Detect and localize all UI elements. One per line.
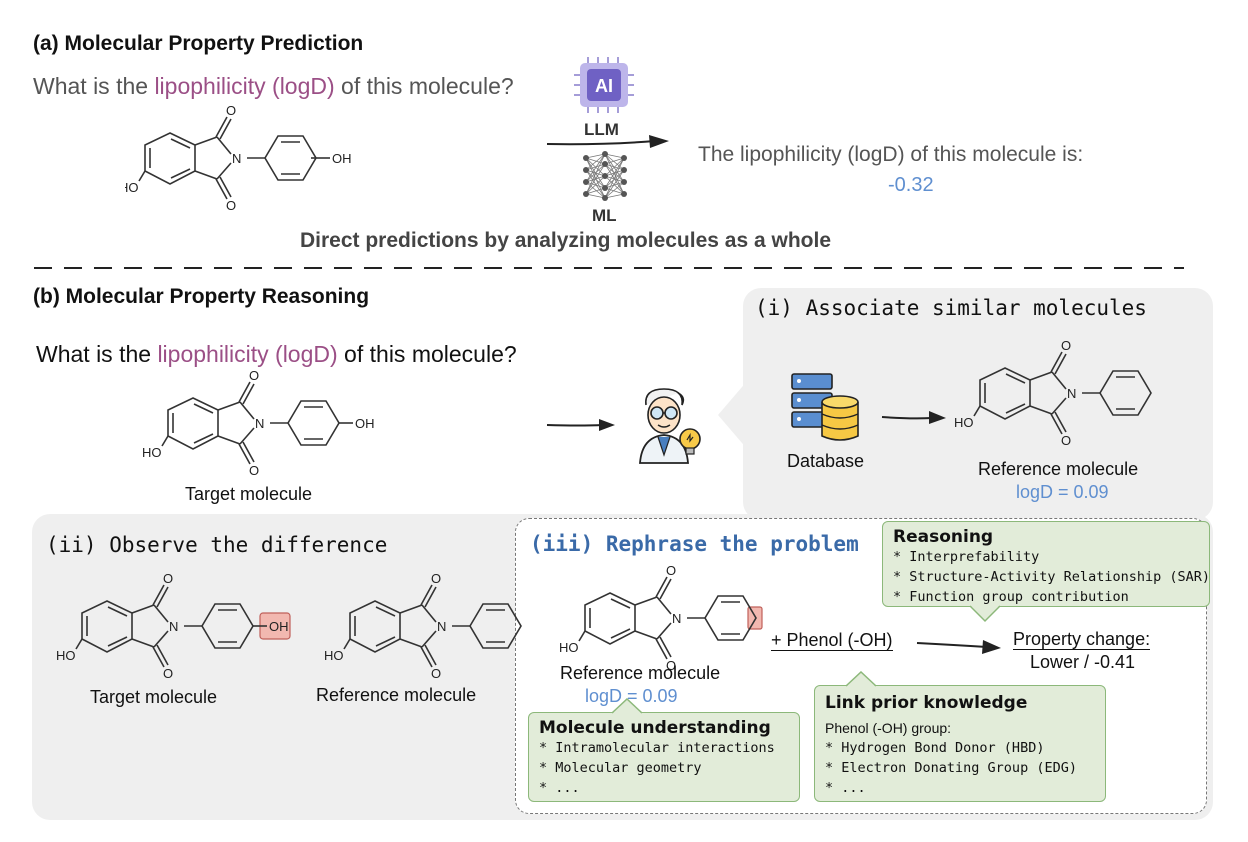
molecule-understanding-item: * Molecular geometry xyxy=(539,760,702,776)
panel-iii-title: (iii) Rephrase the problem xyxy=(530,532,859,556)
atom-o-bottom: O xyxy=(163,666,173,681)
question-highlight: lipophilicity (logD) xyxy=(154,73,335,99)
reference-logd-i: logD = 0.09 xyxy=(1016,482,1109,502)
atom-o-bottom: O xyxy=(666,658,676,673)
section-divider xyxy=(34,267,1184,269)
database-icon xyxy=(791,373,859,441)
target-molecule-a: O O N HO OH xyxy=(125,105,352,213)
atom-n: N xyxy=(232,151,241,166)
reference-molecule-ii: O O N HO xyxy=(324,571,522,681)
question-prefix: What is the xyxy=(36,341,158,367)
reference-molecule-iii: O O N HO xyxy=(559,563,763,673)
atom-o-top: O xyxy=(1061,338,1071,353)
target-molecule-label-ii: Target molecule xyxy=(90,687,218,707)
atom-o-top: O xyxy=(249,368,259,383)
target-molecule-label: Target molecule xyxy=(185,484,313,504)
molecule-pointer xyxy=(612,698,642,714)
link-knowledge-box: Link prior knowledge Phenol (-OH) group:… xyxy=(814,685,1106,802)
reference-molecule-i: O O N HO xyxy=(954,338,1152,448)
link-pointer xyxy=(846,671,876,687)
neural-network-icon xyxy=(583,151,627,201)
atom-oh: OH xyxy=(332,151,352,166)
molecule-understanding-title: Molecule understanding xyxy=(539,718,771,738)
answer-value: -0.32 xyxy=(888,174,934,196)
atom-ho: HO xyxy=(324,648,344,663)
ai-chip-label: AI xyxy=(595,76,613,96)
atom-oh: OH xyxy=(269,619,289,634)
link-knowledge-title: Link prior knowledge xyxy=(825,693,1028,713)
reasoning-item: * Function group contribution xyxy=(893,589,1129,605)
panel-ii-title: (ii) Observe the difference xyxy=(46,533,388,557)
atom-n: N xyxy=(672,611,681,626)
database-label: Database xyxy=(787,451,865,471)
plus-phenol: + Phenol (-OH) xyxy=(771,630,893,651)
reasoning-box: Reasoning * Interprefability * Structure… xyxy=(882,521,1210,607)
property-change-value: Lower / -0.41 xyxy=(1030,652,1136,672)
link-knowledge-item: * Electron Donating Group (EDG) xyxy=(825,760,1077,776)
atom-n: N xyxy=(169,619,178,634)
atom-o-bottom: O xyxy=(226,198,236,213)
atom-ho: HO xyxy=(125,180,139,195)
atom-ho: HO xyxy=(954,415,974,430)
molecule-understanding-box: Molecule understanding * Intramolecular … xyxy=(528,712,800,802)
scientist-icon xyxy=(639,388,701,464)
molecule-understanding-item: * ... xyxy=(539,780,580,796)
property-change: Property change: xyxy=(1013,629,1151,650)
panel-i-title: (i) Associate similar molecules xyxy=(755,296,1147,320)
arrow-to-property-icon xyxy=(916,640,1001,654)
arrow-to-reference-icon xyxy=(881,411,946,424)
atom-ho: HO xyxy=(56,648,76,663)
ai-chip-icon: AI xyxy=(574,57,634,113)
property-change-title: Property change: xyxy=(1013,629,1151,650)
question-suffix: of this molecule? xyxy=(334,73,514,99)
ml-label: ML xyxy=(592,206,617,225)
section-a-caption: Direct predictions by analyzing molecule… xyxy=(300,229,831,252)
target-molecule-ii: O O N HO OH xyxy=(56,571,291,681)
atom-o-bottom: O xyxy=(431,666,441,681)
reasoning-item: * Interprefability xyxy=(893,549,1040,565)
link-knowledge-item: * ... xyxy=(825,780,866,796)
prediction-arrow-icon xyxy=(546,135,669,148)
section-a-question: What is the lipophilicity (logD) of this… xyxy=(33,73,514,100)
panel-pointer xyxy=(718,380,748,450)
atom-n: N xyxy=(1067,386,1076,401)
target-molecule-b: O O N HO OH xyxy=(142,368,375,478)
molecule-understanding-item: * Intramolecular interactions xyxy=(539,740,775,756)
atom-ho: HO xyxy=(142,445,162,460)
question-suffix: of this molecule? xyxy=(337,341,517,367)
link-knowledge-subtitle: Phenol (-OH) group: xyxy=(825,720,952,736)
reference-molecule-label-iii: Reference molecule xyxy=(560,663,721,683)
reference-molecule-label-i: Reference molecule xyxy=(978,459,1139,479)
atom-o-top: O xyxy=(163,571,173,586)
question-highlight: lipophilicity (logD) xyxy=(157,341,338,367)
reasoning-item: * Structure-Activity Relationship (SAR) xyxy=(893,569,1210,585)
llm-label: LLM xyxy=(584,120,619,139)
section-b-title: (b) Molecular Property Reasoning xyxy=(33,285,370,308)
reasoning-title: Reasoning xyxy=(893,527,994,547)
atom-o-top: O xyxy=(666,563,676,578)
atom-o-bottom: O xyxy=(1061,433,1071,448)
atom-o-top: O xyxy=(226,105,236,118)
atom-n: N xyxy=(437,619,446,634)
reference-molecule-label-ii: Reference molecule xyxy=(316,685,477,705)
answer-text: The lipophilicity (logD) of this molecul… xyxy=(698,143,1084,166)
atom-n: N xyxy=(255,416,264,431)
atom-o-bottom: O xyxy=(249,463,259,478)
atom-o-top: O xyxy=(431,571,441,586)
reasoning-pointer xyxy=(970,605,1000,623)
atom-ho: HO xyxy=(559,640,579,655)
section-b-question: What is the lipophilicity (logD) of this… xyxy=(36,341,517,368)
atom-oh: OH xyxy=(355,416,375,431)
section-a-title: (a) Molecular Property Prediction xyxy=(33,32,364,55)
question-prefix: What is the xyxy=(33,73,155,99)
reference-logd-iii: logD = 0.09 xyxy=(585,686,678,706)
plus-phenol-text: + Phenol (-OH) xyxy=(771,630,893,651)
link-knowledge-item: * Hydrogen Bond Donor (HBD) xyxy=(825,740,1045,756)
arrow-to-scientist-icon xyxy=(546,419,615,431)
